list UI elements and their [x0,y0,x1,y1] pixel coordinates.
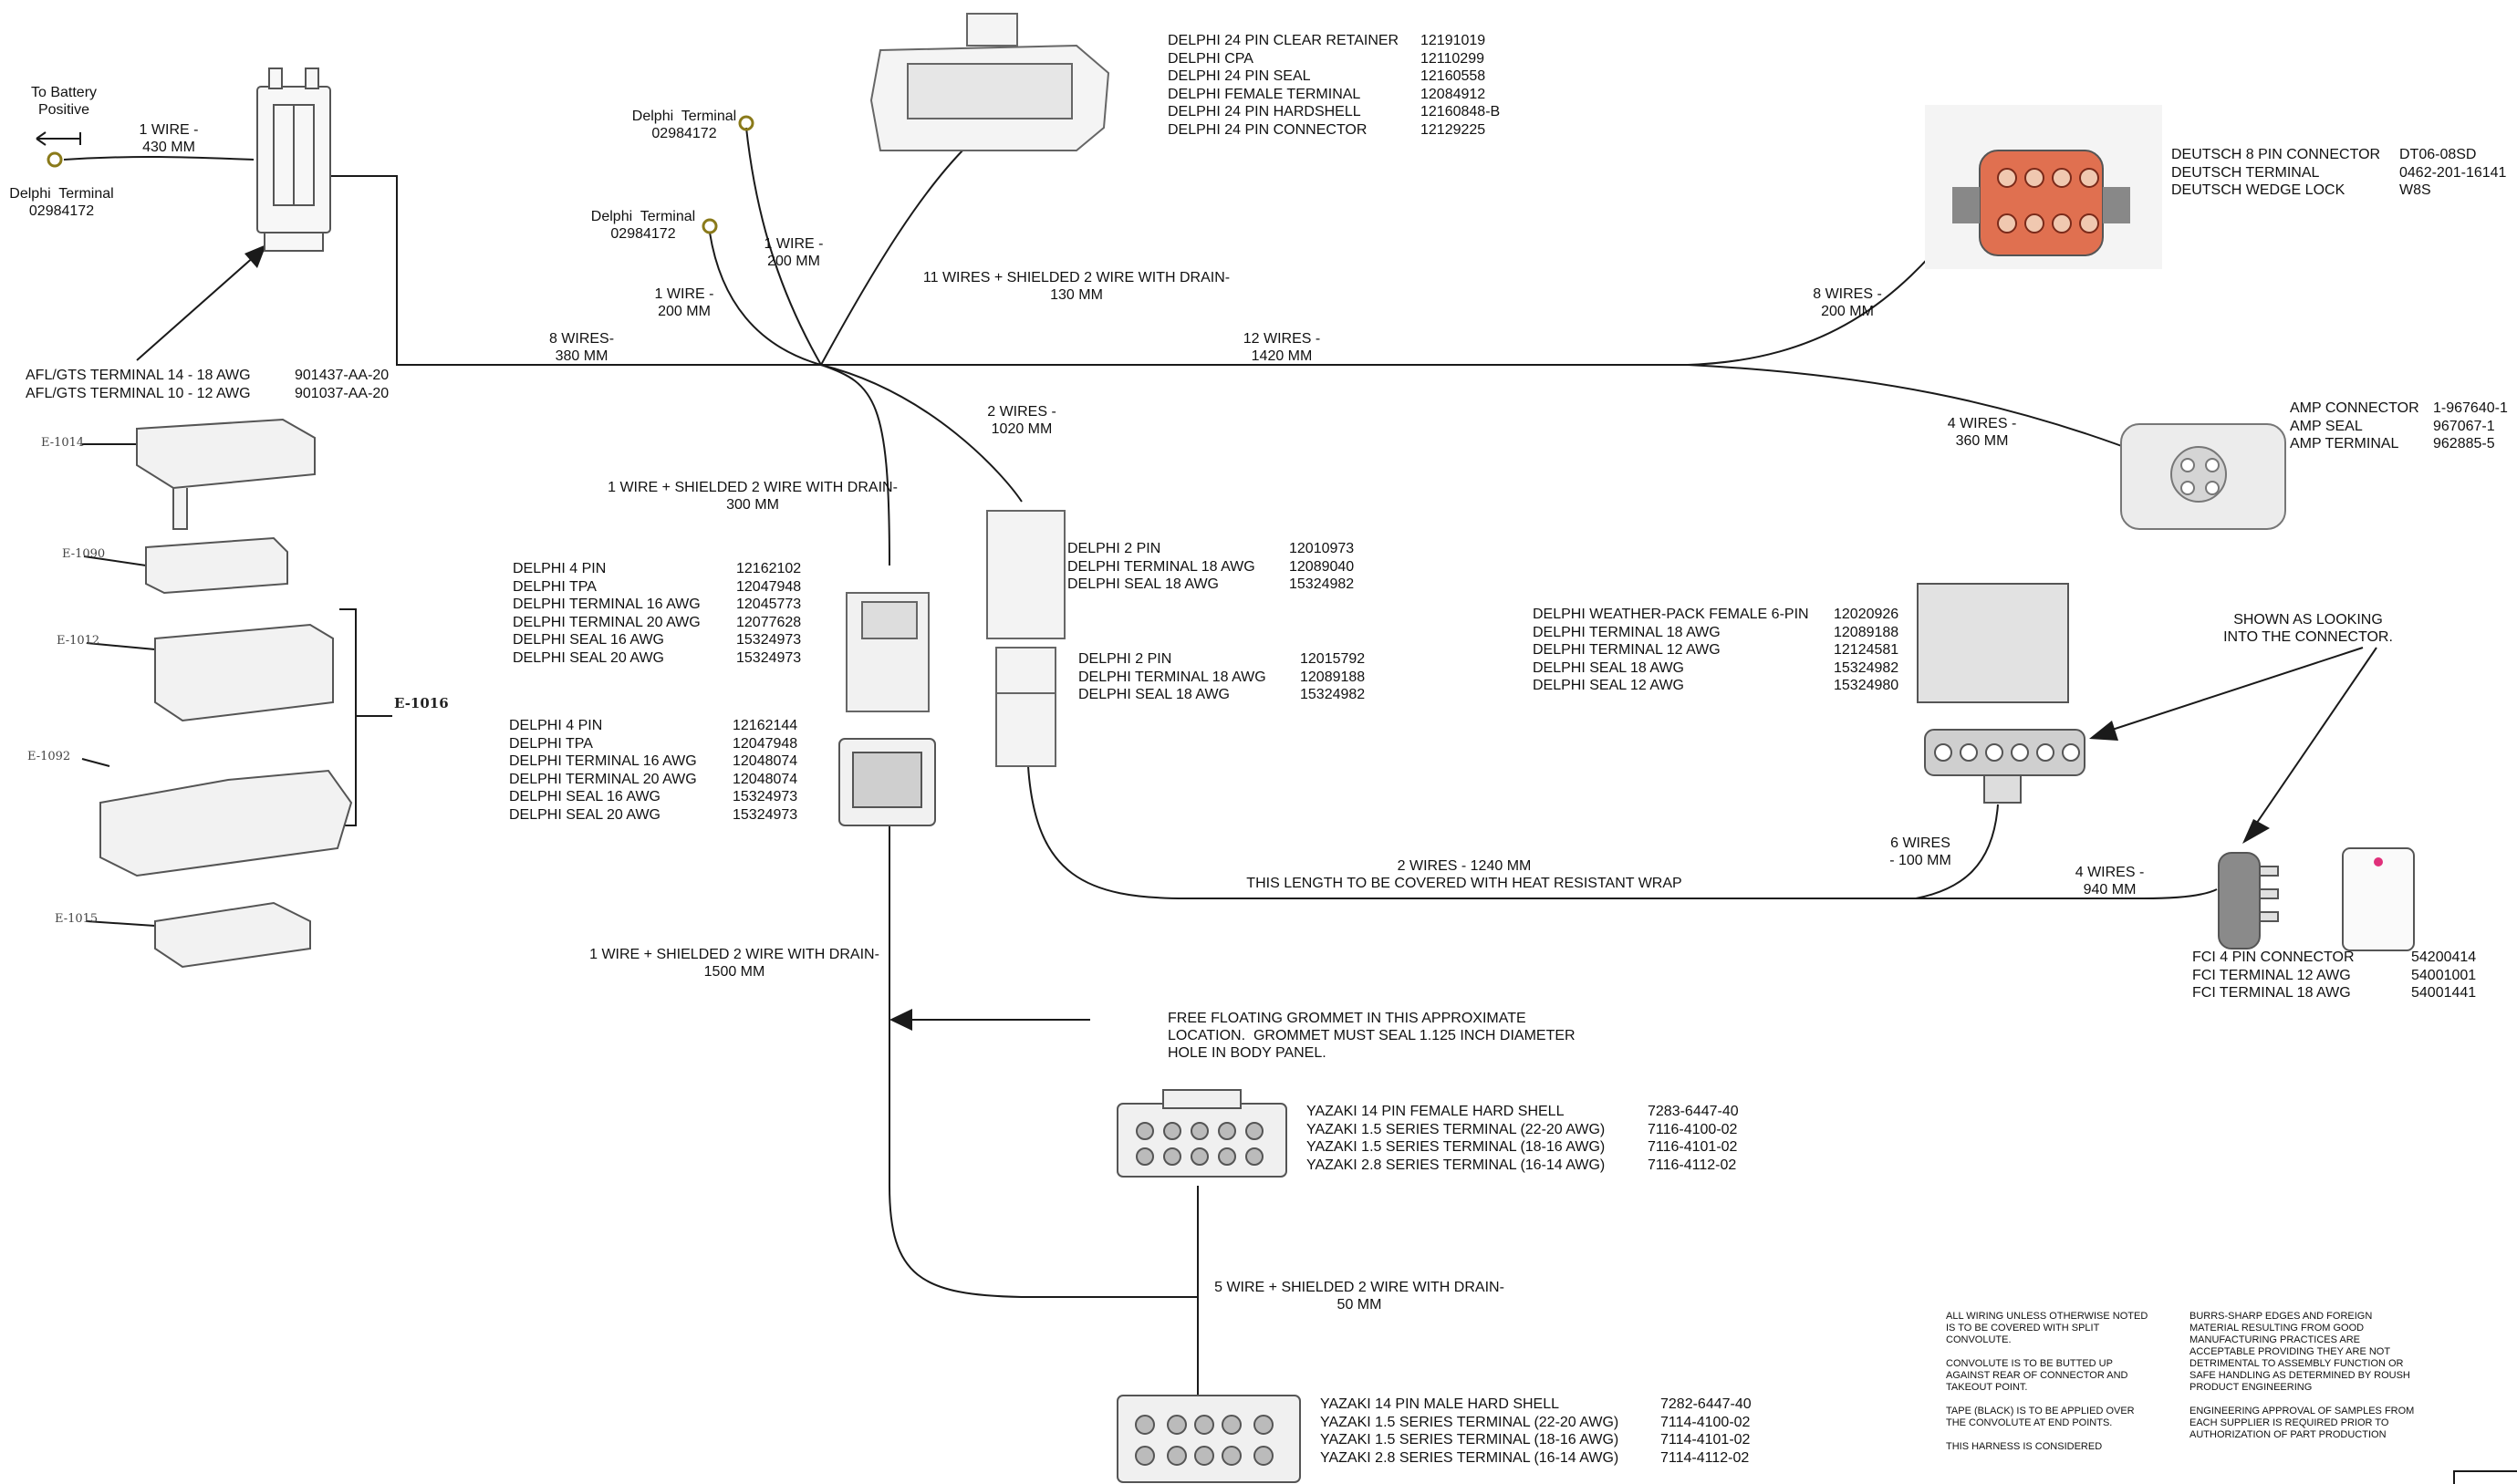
e1016-bracket [339,608,392,826]
amp-connector-icon [2120,423,2286,530]
wire-term-b [709,232,822,366]
wire-1020-label: 2 WIRES - 1020 MM [987,404,1056,437]
note-line: BURRS-SHARP EDGES AND FOREIGN MATERIAL R… [2189,1311,2410,1393]
grommet-arrowhead [889,1009,912,1031]
wire-to-24pin [820,145,968,366]
grommet-note: FREE FLOATING GROMMET IN THIS APPROXIMAT… [1168,1011,1576,1061]
wire-360-label: 4 WIRES - 360 MM [1947,416,2017,449]
wire-200c-label: 8 WIRES - 200 MM [1813,286,1882,319]
wire-1240-label: 2 WIRES - 1240 MM THIS LENGTH TO BE COVE… [1246,858,1682,891]
deutsch-8pin-icon [1925,105,2162,269]
battery-terminal-label: Delphi Terminal 02984172 [9,186,114,219]
note-line: ALL WIRING UNLESS OTHERWISE NOTED IS TO … [1946,1311,2148,1345]
wire-6pin [1915,804,1999,899]
wire-term-a [745,127,822,366]
wire-battery [63,155,255,161]
wire-1420-label: 12 WIRES - 1420 MM [1243,331,1321,364]
e1015-part [154,901,311,969]
fuse-arrow-line [136,254,256,361]
e1016-label: E-1016 [394,695,449,711]
e1092-part [99,769,353,877]
note-line: ENGINEERING APPROVAL OF SAMPLES FROM EAC… [2189,1406,2415,1440]
wire-200b-label: 1 WIRE - 200 MM [654,286,714,319]
wire-940-label: 4 WIRES - 940 MM [2075,865,2145,898]
wire-to-4pin [820,364,890,566]
yazaki-female-icon [1117,1089,1287,1178]
note-line: TAPE (BLACK) IS TO BE APPLIED OVER THE C… [1946,1406,2135,1428]
delphi-4pin-b-icon [838,738,936,826]
terminal-a-label: Delphi Terminal 02984172 [631,109,737,141]
delphi-24pin-icon [869,13,1110,151]
looking-arrowhead-left [2089,721,2118,741]
fuse-arrowhead [244,244,266,268]
e1012-part [154,623,334,722]
e1014-part [136,418,316,530]
ring-terminal-b [702,218,718,234]
e1012-label: E-1012 [57,634,100,648]
e1092-label: E-1092 [27,750,71,763]
wire-vertical [889,821,1198,1298]
ring-terminal-a [738,115,754,131]
looking-note: SHOWN AS LOOKING INTO THE CONNECTOR. [2223,612,2393,645]
delphi-4pin-a-icon [846,592,930,712]
looking-arrowhead-right [2242,819,2270,844]
wire-130-label: 11 WIRES + SHIELDED 2 WIRE WITH DRAIN- 1… [922,270,1231,303]
fuse-block-icon [256,67,331,252]
e1014-label: E-1014 [41,436,85,450]
wire-1500-label: 1 WIRE + SHIELDED 2 WIRE WITH DRAIN- 150… [589,947,879,980]
e1015-label: E-1015 [55,912,99,926]
wire-430-label: 1 WIRE - 430 MM [139,122,199,155]
wire-to-amp [1687,364,2149,457]
arrow-line-left [2097,647,2364,735]
battery-arrow [36,131,81,146]
wire-380-label: 8 WIRES- 380 MM [548,331,615,364]
ring-terminal-battery [47,151,63,168]
notes-left: ALL WIRING UNLESS OTHERWISE NOTED IS TO … [1946,1311,2151,1465]
wire-100-label: 6 WIRES - 100 MM [1889,835,1951,868]
wire-200a-label: 1 WIRE - 200 MM [764,236,824,269]
wire-50-label: 5 WIRE + SHIELDED 2 WIRE WITH DRAIN- 50 … [1214,1280,1504,1313]
battery-label: To Battery Positive [30,85,98,118]
note-line: CONVOLUTE IS TO BE BUTTED UP AGAINST REA… [1946,1358,2128,1393]
title-block-corner [2453,1470,2517,1484]
weather-pack-6pin-icon [1917,583,2085,804]
note-line: THIS HARNESS IS CONSIDERED [1946,1441,2103,1452]
wire-to-2pin [820,364,1023,503]
arrow-line-right [2248,647,2377,835]
wire-trunk-fuse [328,175,821,366]
fci-4pin-icon [2218,847,2415,951]
delphi-2pin-icon [986,510,1066,767]
wire-heat-wrap [1027,765,2218,899]
e1090-part [145,536,288,595]
yazaki-male-icon [1117,1395,1301,1483]
terminal-b-label: Delphi Terminal 02984172 [590,209,696,242]
notes-right: BURRS-SHARP EDGES AND FOREIGN MATERIAL R… [2189,1311,2418,1453]
e1090-label: E-1090 [62,547,106,561]
wire-300-label: 1 WIRE + SHIELDED 2 WIRE WITH DRAIN- 300… [608,480,898,513]
